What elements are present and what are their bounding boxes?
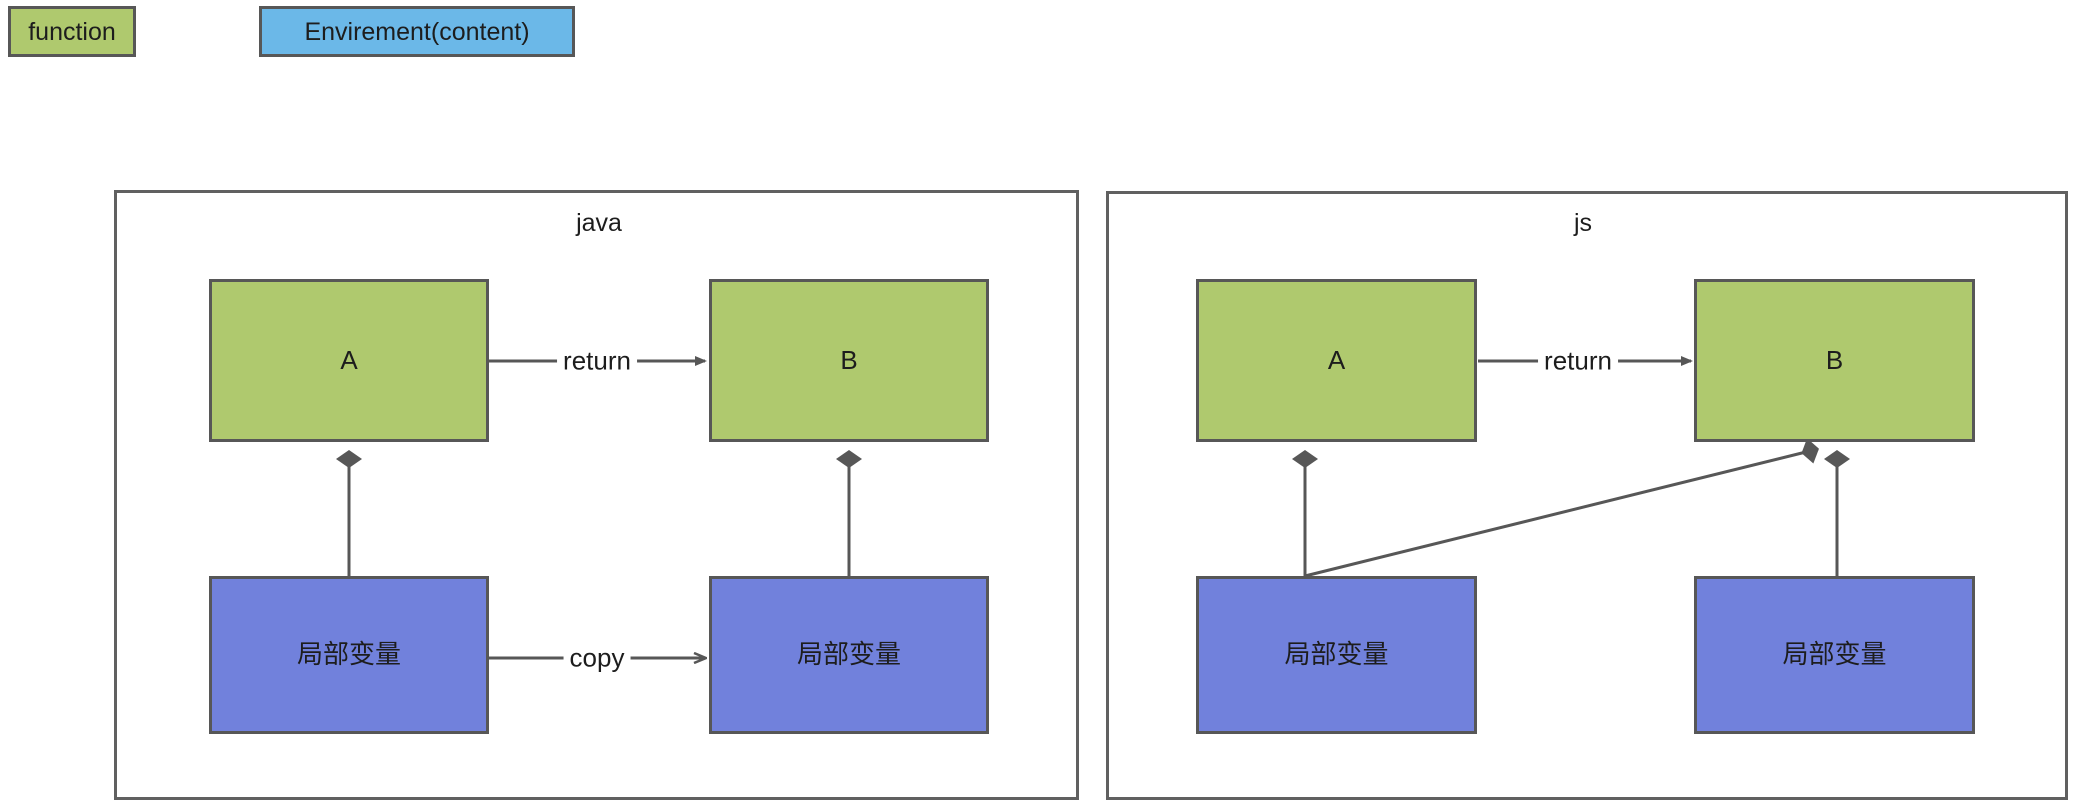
node-java-var-a: 局部变量 xyxy=(209,576,489,734)
node-label: B xyxy=(1825,344,1844,375)
node-js-b: B xyxy=(1694,279,1975,442)
node-label: A xyxy=(340,344,358,375)
node-js-var-a: 局部变量 xyxy=(1196,576,1477,734)
group-label-java: java xyxy=(576,209,622,237)
edge-label-java-return: return xyxy=(557,345,637,377)
group-container-java xyxy=(114,190,1079,800)
edge-label-java-copy: copy xyxy=(563,642,631,674)
node-java-a: A xyxy=(209,279,489,442)
node-label: B xyxy=(840,344,858,375)
node-label: 局部变量 xyxy=(296,639,401,670)
edge-label-js-return: return xyxy=(1538,345,1618,377)
legend-item-environment: Envirement(content) xyxy=(259,6,575,57)
group-container-js xyxy=(1106,191,2068,800)
node-label: 局部变量 xyxy=(1782,639,1887,670)
node-java-var-b: 局部变量 xyxy=(709,576,989,734)
legend-item-label: function xyxy=(28,17,116,46)
legend-item-function: function xyxy=(8,6,136,57)
node-label: 局部变量 xyxy=(1284,639,1389,670)
legend-item-label: Envirement(content) xyxy=(304,17,530,46)
node-js-a: A xyxy=(1196,279,1477,442)
node-label: 局部变量 xyxy=(796,639,901,670)
node-java-b: B xyxy=(709,279,989,442)
node-js-var-b: 局部变量 xyxy=(1694,576,1975,734)
group-label-js: js xyxy=(1573,209,1593,237)
node-label: A xyxy=(1327,344,1346,375)
